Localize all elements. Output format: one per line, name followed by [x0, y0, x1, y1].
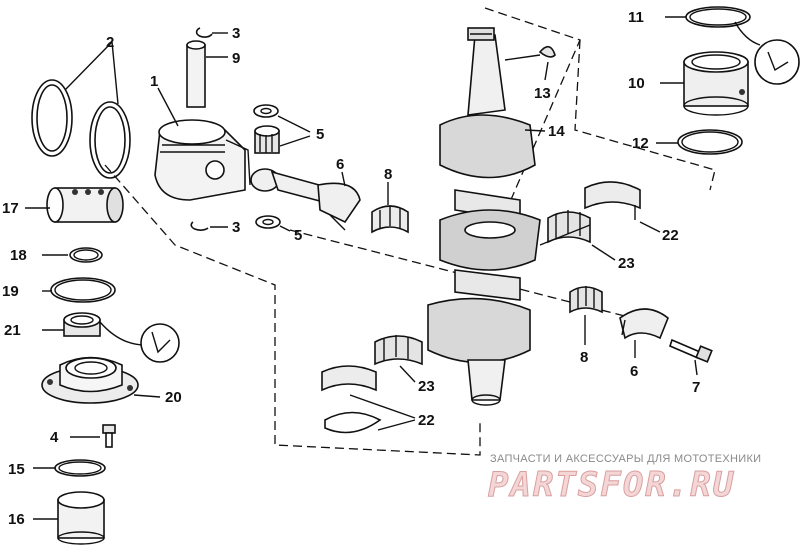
callout-21: 21	[4, 322, 21, 339]
callout-7: 7	[692, 379, 700, 396]
upper-roller-bearing-part	[683, 51, 749, 116]
callout-numbers: 2 1 3 9 5 6 8 17 3 5 18 19 21 20 4 15 16…	[2, 9, 700, 528]
callout-17: 17	[2, 200, 19, 217]
callout-3-bottom: 3	[232, 219, 240, 236]
callout-16: 16	[8, 511, 25, 528]
upper-o-ring-part	[677, 129, 743, 155]
callout-12: 12	[632, 135, 649, 152]
callout-18: 18	[10, 247, 27, 264]
roller-cage-upper-part	[547, 210, 591, 244]
callout-23-right: 23	[618, 255, 635, 272]
lower-o-ring-part	[54, 459, 106, 477]
callout-10: 10	[628, 75, 645, 92]
piston-part	[154, 119, 251, 201]
rod-screw-part	[669, 338, 713, 363]
callout-22-right: 22	[662, 227, 679, 244]
callout-22-bottom: 22	[418, 412, 435, 429]
ball-bearing-part	[46, 187, 124, 223]
callout-13: 13	[534, 85, 551, 102]
callout-8-bottom: 8	[580, 349, 588, 366]
connecting-rod-part	[250, 168, 361, 231]
leader-lines	[25, 16, 698, 520]
callout-9: 9	[232, 50, 240, 67]
main-bearing-half-upper-part	[584, 181, 641, 220]
needle-bearing-washers-part	[253, 104, 281, 229]
callout-5-bottom: 5	[294, 227, 302, 244]
retaining-clip-parts	[190, 27, 213, 231]
watermark-logo: PARTSFOR.RU	[488, 465, 735, 505]
crankshaft-part	[427, 27, 541, 406]
callout-8-top: 8	[384, 166, 392, 183]
watermark-tagline: ЗАПЧАСТИ И АКСЕССУАРЫ ДЛЯ МОТОТЕХНИКИ	[490, 453, 761, 465]
small-seal-ring-part	[69, 247, 103, 263]
callout-19: 19	[2, 283, 19, 300]
rod-bearing-upper-part	[371, 205, 409, 234]
callout-6-left: 6	[336, 156, 344, 173]
callout-2: 2	[106, 34, 114, 51]
callout-5-top: 5	[316, 126, 324, 143]
oil-seal-part	[63, 312, 101, 337]
callout-20: 20	[165, 389, 182, 406]
callout-1: 1	[150, 73, 158, 90]
callout-4: 4	[50, 429, 59, 446]
woodruff-key-part	[538, 45, 556, 58]
callout-15: 15	[8, 461, 25, 478]
callout-11: 11	[628, 9, 644, 26]
callout-14: 14	[548, 123, 565, 140]
rod-cap-part	[619, 308, 669, 340]
bearing-housing-part	[41, 356, 139, 404]
wrist-pin-part	[186, 40, 206, 108]
rod-bearing-lower-part	[569, 286, 603, 314]
callout-6-right: 6	[630, 363, 638, 380]
watermark: ЗАПЧАСТИ И АКСЕССУАРЫ ДЛЯ МОТОТЕХНИКИ PA…	[488, 453, 762, 506]
piston-rings-part	[31, 79, 131, 179]
large-o-ring-part	[50, 277, 116, 303]
main-bearing-half-lower-part	[321, 365, 382, 434]
upper-retaining-ring-part	[685, 6, 800, 85]
screw-part	[102, 424, 116, 448]
sleeve-part	[57, 491, 105, 545]
callout-23-bottom: 23	[418, 378, 435, 395]
callout-3-top: 3	[232, 25, 240, 42]
roller-cage-lower-part	[374, 335, 423, 366]
